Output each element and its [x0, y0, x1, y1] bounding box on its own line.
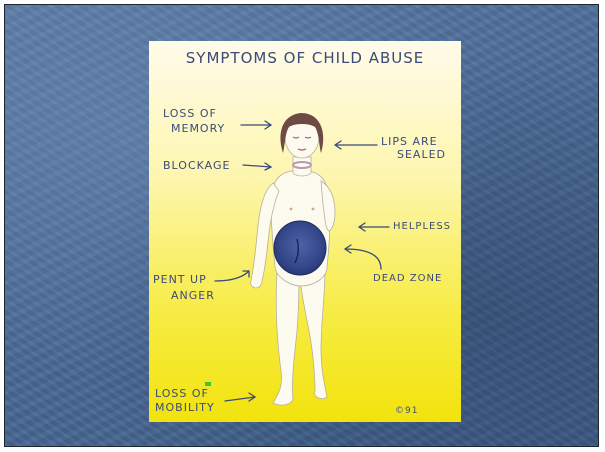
label-lips-are-sealed-line2: SEALED	[397, 148, 446, 161]
label-loss-of-mobility-line2: MOBILITY	[155, 401, 215, 414]
label-blockage: BLOCKAGE	[163, 159, 230, 172]
drawing-title: SYMPTOMS OF CHILD ABUSE	[186, 49, 424, 67]
label-helpless: HELPLESS	[393, 221, 451, 232]
child-abuse-drawing: SYMPTOMS OF CHILD ABUSE	[149, 41, 461, 422]
artist-signature: ©91	[395, 406, 418, 416]
left-breast	[290, 208, 293, 211]
label-dead-zone: DEAD ZONE	[373, 273, 442, 284]
label-loss-of-memory-line2: MEMORY	[171, 122, 225, 135]
label-pent-up-anger-line1: PENT UP	[153, 273, 207, 286]
dead-zone-circle	[274, 221, 326, 275]
label-lips-are-sealed-line1: LIPS ARE	[381, 135, 438, 148]
label-loss-of-mobility-line1: LOSS OF	[155, 387, 209, 400]
label-loss-of-memory-line1: LOSS OF	[163, 107, 217, 120]
green-mark	[205, 382, 211, 386]
label-pent-up-anger-line2: ANGER	[171, 289, 215, 302]
drawing-svg: SYMPTOMS OF CHILD ABUSE	[149, 41, 461, 422]
right-breast	[312, 208, 315, 211]
